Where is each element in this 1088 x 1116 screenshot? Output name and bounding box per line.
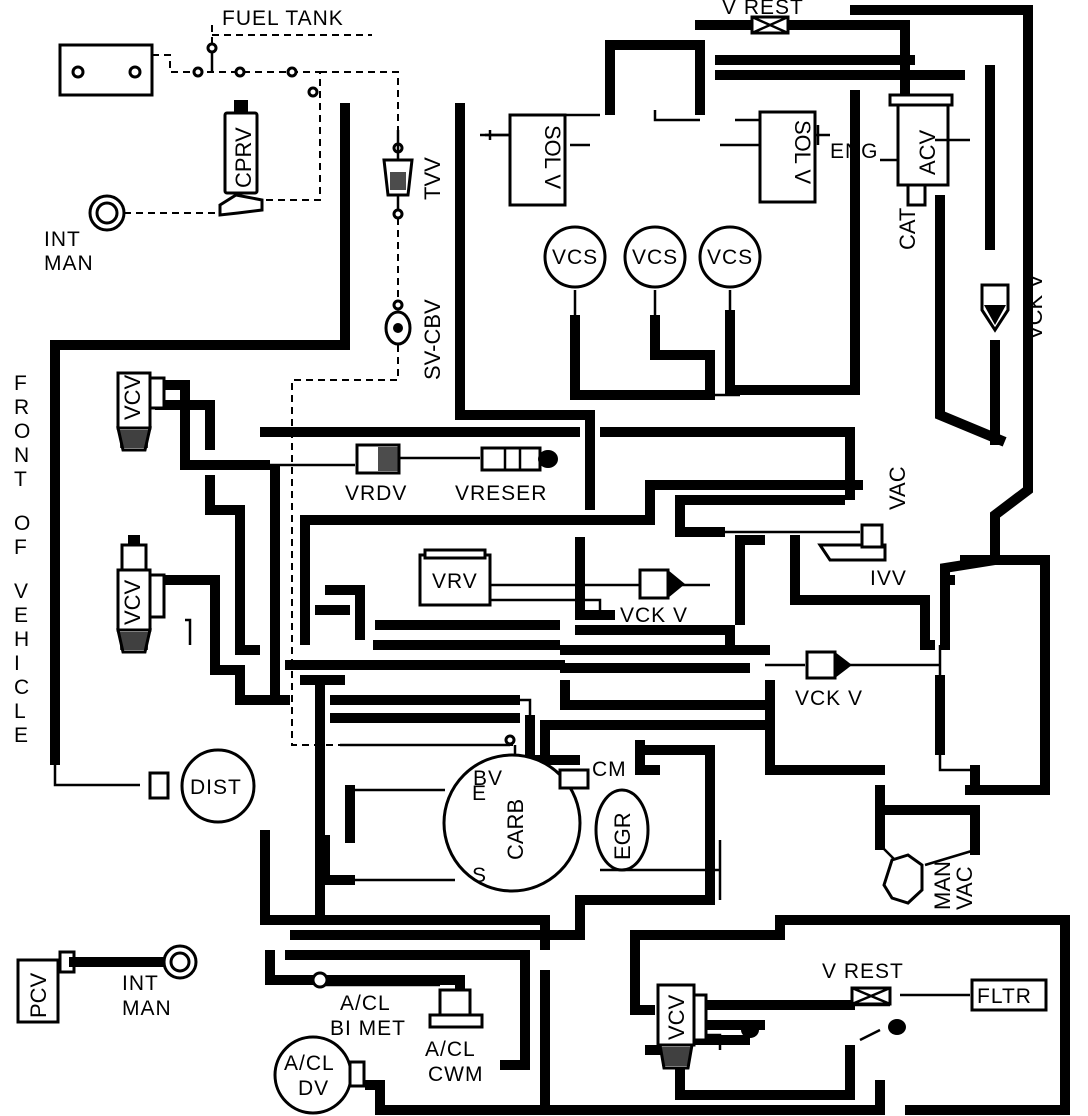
sol-v-left-label: SOL V bbox=[540, 125, 565, 189]
front-of-vehicle: F R O N T O F V E H I C L E bbox=[14, 372, 31, 747]
vcv-3-label: VCV bbox=[664, 994, 689, 1040]
vck-v-mid-label: VCK V bbox=[620, 604, 688, 627]
vcs-3-label: VCS bbox=[707, 246, 753, 269]
v-rest-bottom-label: V REST bbox=[822, 960, 904, 983]
vck-v-lower-label: VCK V bbox=[795, 687, 863, 710]
bv-label: BV bbox=[473, 767, 503, 790]
e-label: E bbox=[472, 782, 487, 805]
dist-label: DIST bbox=[190, 776, 242, 799]
acl-dv-1: A/CL bbox=[284, 1052, 335, 1075]
vcs-3 bbox=[698, 225, 762, 289]
acl-dv: A/CL DV bbox=[273, 1035, 366, 1115]
vreser: VRESER bbox=[455, 446, 558, 505]
int-man-bottom-1: INT bbox=[122, 972, 159, 995]
egr-label: EGR bbox=[610, 812, 635, 860]
cprv-label: CPRV bbox=[231, 127, 256, 188]
acl-cwm-2: CWM bbox=[428, 1063, 483, 1086]
vcs-1-label: VCS bbox=[552, 246, 598, 269]
eng-label: ENG bbox=[830, 140, 879, 163]
sv-cbv-label: SV-CBV bbox=[420, 299, 445, 380]
cprv-valve: CPRV bbox=[218, 100, 264, 217]
vcs-2-label: VCS bbox=[632, 246, 678, 269]
vcv-1-label: VCV bbox=[120, 374, 145, 420]
front-letter-8: F bbox=[14, 536, 28, 559]
pcv-label: PCV bbox=[26, 972, 51, 1018]
cm-label: CM bbox=[592, 758, 627, 781]
vrv-valve: VRV bbox=[418, 548, 492, 607]
vcs-1 bbox=[543, 225, 607, 289]
fltr-label: FLTR bbox=[977, 985, 1032, 1008]
front-letter-15: L bbox=[14, 700, 27, 723]
tvv-label: TVV bbox=[420, 157, 445, 200]
front-letter-10: V bbox=[14, 580, 29, 603]
vrdv-label: VRDV bbox=[345, 482, 407, 505]
vck-v-right-label: VCK V bbox=[1022, 274, 1047, 340]
dist: DIST bbox=[148, 748, 256, 824]
front-letter-11: E bbox=[14, 604, 29, 627]
acl-cwm: A/CL CWM bbox=[425, 988, 484, 1086]
int-man-label-1: INT bbox=[44, 228, 81, 251]
front-letter-7: O bbox=[14, 512, 31, 535]
front-letter-14: C bbox=[14, 676, 30, 699]
v-rest-bottom: V REST bbox=[822, 960, 904, 1006]
vcv-1: VCV bbox=[116, 371, 166, 452]
acl-cwm-1: A/CL bbox=[425, 1038, 476, 1061]
carb: BV E S CARB CM bbox=[442, 753, 627, 893]
egr: EGR bbox=[594, 788, 650, 872]
vcs-group: VCS VCS VCS bbox=[543, 225, 762, 289]
front-letter-2: R bbox=[14, 396, 30, 419]
vreser-label: VRESER bbox=[455, 482, 547, 505]
front-letter-4: N bbox=[14, 444, 30, 467]
front-letter-5: T bbox=[14, 468, 28, 491]
man-vac-label-1: MAN bbox=[930, 861, 955, 910]
v-rest-top: V REST bbox=[722, 0, 804, 35]
carb-label: CARB bbox=[503, 799, 528, 860]
vcs-2 bbox=[623, 225, 687, 289]
man-vac-label-2: VAC bbox=[952, 866, 977, 910]
front-letter-3: O bbox=[14, 420, 31, 443]
vac-label: VAC bbox=[885, 466, 910, 510]
ivv-valve: VAC IVV bbox=[817, 466, 910, 590]
vrv-label: VRV bbox=[432, 570, 478, 593]
acl-bimet-1: A/CL bbox=[340, 992, 391, 1015]
acv-valve: ACV CAT bbox=[880, 93, 970, 250]
int-man-top: INT MAN bbox=[44, 194, 220, 275]
man-vac: MAN VAC bbox=[882, 853, 977, 910]
fltr: FLTR bbox=[970, 978, 1048, 1012]
s-label: S bbox=[472, 864, 487, 887]
vcv-3: VCV bbox=[656, 983, 906, 1070]
acl-bimet-2: BI MET bbox=[330, 1017, 406, 1040]
acv-label: ACV bbox=[915, 129, 940, 175]
fuel-tank-label: FUEL TANK bbox=[222, 7, 344, 30]
acl-bimet: A/CL BI MET bbox=[311, 971, 406, 1040]
fuel-tank-group: FUEL TANK bbox=[58, 7, 399, 201]
int-man-label-2: MAN bbox=[44, 252, 94, 275]
int-man-bottom-2: MAN bbox=[122, 997, 172, 1020]
tvv-valve: TVV bbox=[382, 130, 445, 220]
vcv-2: VCV bbox=[116, 535, 166, 654]
sol-v-right-label: SOL V bbox=[790, 120, 815, 184]
v-rest-top-label: V REST bbox=[722, 0, 804, 19]
vcv-2-label: VCV bbox=[120, 579, 145, 625]
vck-v-mid: VCK V bbox=[620, 568, 688, 627]
front-letter-13: I bbox=[14, 652, 21, 675]
vck-v-right: VCK V bbox=[980, 274, 1047, 340]
cat-label: CAT bbox=[895, 208, 920, 250]
front-letter-16: E bbox=[14, 724, 29, 747]
pcv: PCV INT MAN bbox=[16, 944, 198, 1024]
vck-v-lower: VCK V bbox=[795, 650, 863, 710]
front-letter-12: H bbox=[14, 628, 30, 651]
sol-v-right: SOL V ENG bbox=[758, 110, 879, 204]
sol-v-left: SOL V bbox=[485, 113, 567, 207]
acl-dv-2: DV bbox=[298, 1077, 329, 1100]
front-letter-1: F bbox=[14, 372, 28, 395]
ivv-label: IVV bbox=[870, 567, 907, 590]
vrdv-valve: VRDV bbox=[345, 443, 407, 505]
